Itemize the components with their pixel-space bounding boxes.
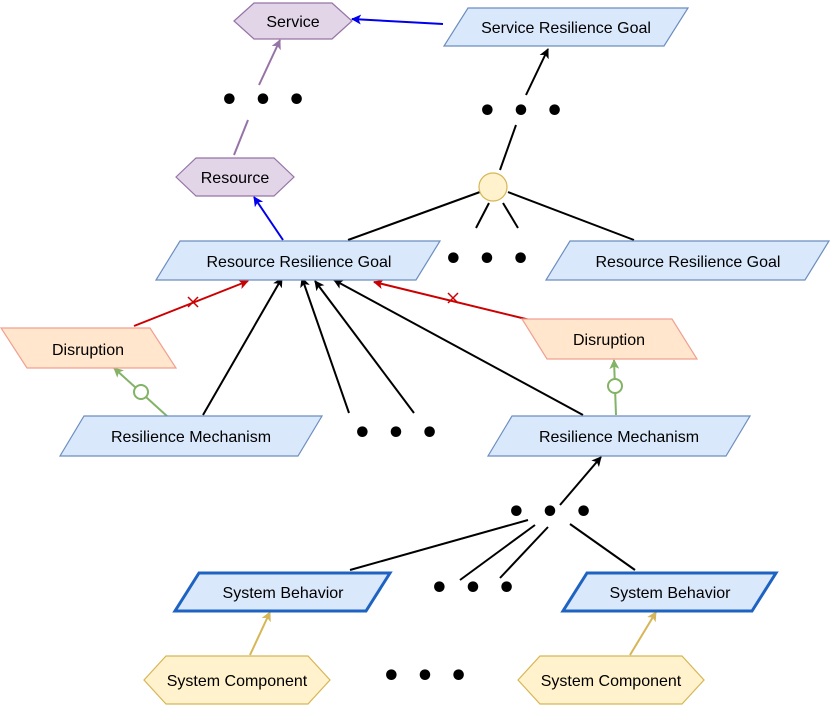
edge-mech-right-to-goal [333, 279, 584, 416]
edge-resource-to-dots [233, 119, 249, 156]
edge-and-to-dots [499, 124, 517, 171]
resource-goal-right-node[interactable]: Resource Resilience Goal [544, 240, 830, 281]
mechanism-left-label: Resilience Mechanism [111, 429, 271, 446]
mechanism-left-node[interactable]: Resilience Mechanism [58, 415, 324, 457]
cross-mark-left [187, 296, 199, 308]
behavior-left-node[interactable]: System Behavior [172, 571, 393, 613]
edge-mech-left-to-goal [202, 277, 283, 416]
edge-goal-main-to-and [347, 191, 481, 241]
cross-mark-right [447, 292, 459, 304]
component-left-node[interactable]: System Component [143, 655, 331, 705]
service-goal-node[interactable]: Service Resilience Goal [442, 7, 690, 47]
resource-label: Resource [201, 170, 270, 187]
resource-goal-main-label: Resource Resilience Goal [207, 254, 392, 271]
edge-goal-right-to-and [507, 191, 635, 241]
edge-component-right-to-behavior [629, 611, 657, 656]
disruption-left-label: Disruption [52, 342, 124, 359]
resource-node[interactable]: Resource [175, 157, 295, 197]
edge-dots-mid-to-and [475, 202, 490, 229]
ellipsis-service-chain: • • • [220, 83, 308, 118]
edge-dots-c-to-dots [459, 524, 536, 581]
resource-goal-main-node[interactable]: Resource Resilience Goal [154, 240, 442, 281]
behavior-right-label: System Behavior [610, 585, 732, 602]
ellipsis-behaviors: • • • [430, 571, 518, 606]
and-node[interactable] [478, 172, 508, 202]
disruption-right-node[interactable]: Disruption [520, 318, 699, 360]
component-right-node[interactable]: System Component [517, 655, 705, 705]
edge-dots-to-mech-right [559, 456, 602, 506]
ellipsis-components: • • • [382, 659, 470, 694]
behavior-left-label: System Behavior [223, 585, 345, 602]
edge-dots-mid2-to-and [502, 202, 519, 229]
edge-disruption-right-to-goal [373, 279, 531, 321]
behavior-right-node[interactable]: System Behavior [560, 571, 779, 613]
edge-behavior-left-to-dots [349, 519, 529, 571]
ellipsis-goal-chain: • • • [478, 94, 566, 129]
service-node[interactable]: Service [233, 2, 353, 40]
edge-component-left-to-behavior [249, 611, 271, 656]
component-right-label: System Component [541, 673, 682, 690]
mitigate-circle-right [607, 378, 623, 394]
edge-behavior-right-to-dots [569, 523, 636, 571]
edge-dots-b-to-goal [314, 280, 415, 414]
ellipsis-resource-goals: • • • [444, 242, 532, 277]
resource-goal-right-label: Resource Resilience Goal [596, 254, 781, 271]
edge-dots-a-to-goal [300, 277, 350, 414]
component-left-label: System Component [167, 673, 308, 690]
disruption-left-node[interactable]: Disruption [0, 327, 178, 369]
mechanism-right-node[interactable]: Resilience Mechanism [486, 415, 752, 457]
ellipsis-mechanisms: • • • [353, 416, 441, 451]
service-label: Service [266, 14, 319, 31]
ellipsis-behavior-join: • • • [507, 495, 595, 530]
edge-dots-to-service-goal [525, 48, 549, 96]
mitigate-circle-left [133, 384, 149, 400]
disruption-right-label: Disruption [573, 332, 645, 349]
mechanism-right-label: Resilience Mechanism [539, 429, 699, 446]
edge-dots-d-to-dots [499, 526, 549, 579]
edge-goal-to-service [351, 14, 444, 25]
service-goal-label: Service Resilience Goal [481, 20, 651, 37]
edge-dots-to-service [258, 39, 281, 86]
edge-goal-to-resource [253, 196, 284, 241]
